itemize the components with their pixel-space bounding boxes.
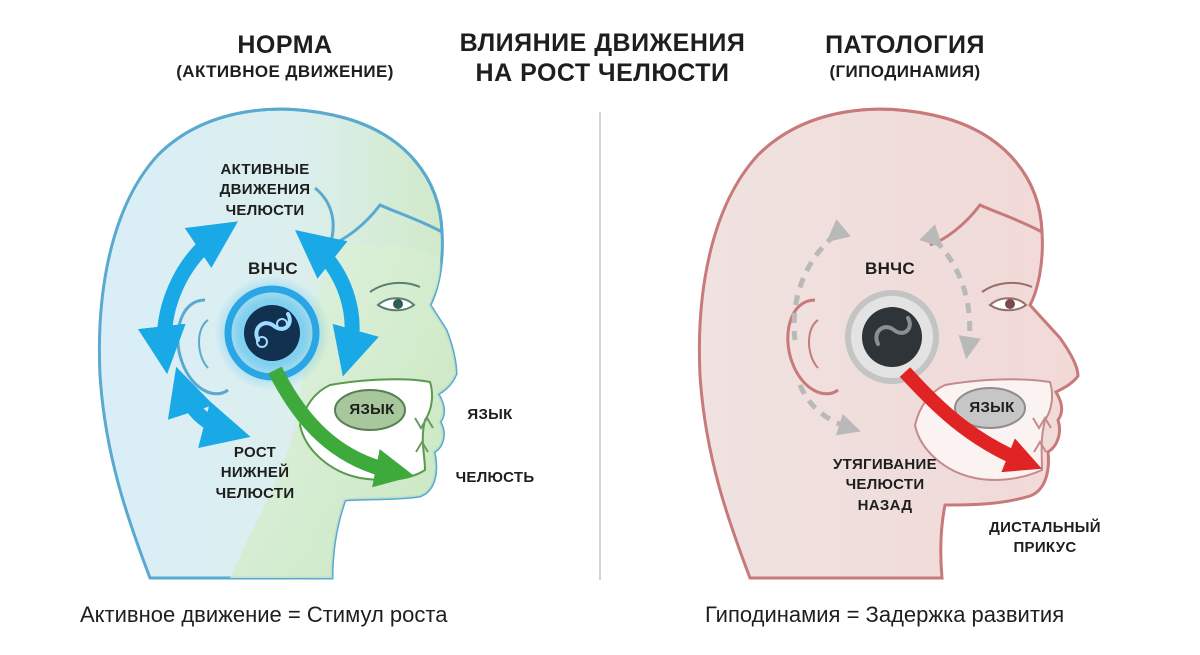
label-path-pullback: УТЯГИВАНИЕ ЧЕЛЮСТИ НАЗАД bbox=[833, 456, 937, 514]
path-arrow-top-left bbox=[791, 219, 851, 341]
path-arrow-right bbox=[919, 224, 981, 360]
path-caption: Гиподинамия = Задержка развития bbox=[705, 602, 1065, 627]
label-norm-jaw: ЧЕЛЮСТЬ bbox=[455, 469, 535, 486]
path-ear bbox=[786, 298, 839, 396]
norm-tmj-joint bbox=[214, 275, 330, 391]
label-norm-tongue-inner: ЯЗЫК bbox=[349, 401, 395, 418]
path-weak-arrows bbox=[791, 219, 981, 436]
label-norm-growth: РОСТ НИЖНЕЙ ЧЕЛЮСТИ bbox=[215, 444, 295, 502]
norm-arrow-right bbox=[295, 229, 379, 377]
main-title-line2: НА РОСТ ЧЕЛЮСТИ bbox=[475, 59, 730, 87]
main-title: ВЛИЯНИЕ ДВИЖЕНИЯ НА РОСТ ЧЕЛЮСТИ bbox=[430, 28, 775, 88]
path-subheading: (ГИПОДИНАМИЯ) bbox=[829, 62, 981, 81]
label-active-movements: АКТИВНЫЕ ДВИЖЕНИЯ ЧЕЛЮСТИ bbox=[219, 161, 311, 219]
norm-tongue bbox=[334, 389, 406, 431]
main-title-line1: ВЛИЯНИЕ ДВИЖЕНИЯ bbox=[459, 29, 746, 57]
label-path-tmj: ВНЧС bbox=[865, 259, 915, 278]
center-divider bbox=[599, 112, 601, 580]
path-tongue bbox=[954, 387, 1026, 429]
norm-growth-arrow bbox=[268, 366, 415, 488]
norm-caption: Активное движение = Стимул роста bbox=[80, 602, 448, 627]
path-arrow-bottom-left bbox=[797, 384, 861, 436]
label-norm-tmj: ВНЧС bbox=[248, 259, 298, 278]
path-heading: ПАТОЛОГИЯ bbox=[825, 31, 985, 59]
path-pullback-arrow bbox=[899, 367, 1042, 473]
label-path-distal: ДИСТАЛЬНЫЙ ПРИКУС bbox=[989, 519, 1101, 557]
path-tmj-joint bbox=[836, 281, 948, 393]
label-path-tongue-inner: ЯЗЫК bbox=[969, 399, 1015, 416]
label-norm-tongue-outer: ЯЗЫК bbox=[467, 406, 513, 423]
norm-movement-arrows bbox=[137, 221, 379, 448]
norm-heading: НОРМА bbox=[237, 31, 333, 59]
norm-subheading: (АКТИВНОЕ ДВИЖЕНИЕ) bbox=[176, 62, 394, 81]
norm-arrow-bottom-left bbox=[167, 366, 251, 448]
norm-arrow-top-left bbox=[137, 221, 238, 375]
norm-teeth bbox=[414, 416, 434, 453]
path-hair bbox=[756, 107, 1044, 247]
